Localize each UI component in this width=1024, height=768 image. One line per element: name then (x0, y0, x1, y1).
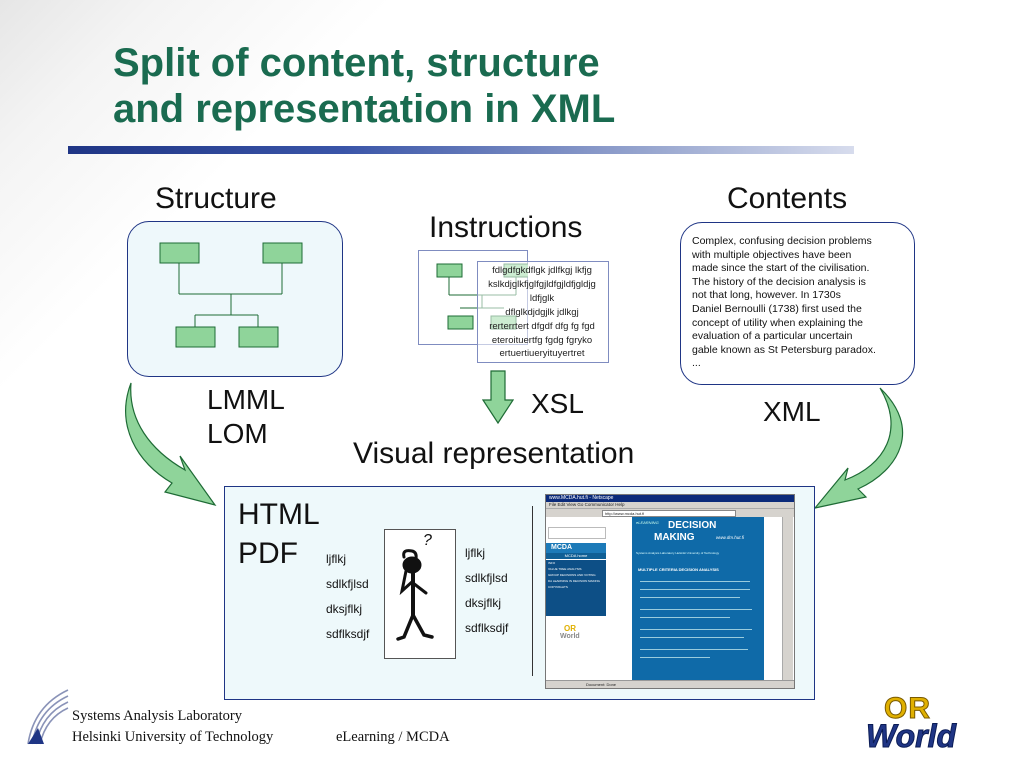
right-curved-arrow-icon (813, 387, 904, 509)
list-item: ljflkj (465, 546, 485, 560)
left-text-list: ljflkj sdlkfjlsd dksjflkj sdflksdjf (326, 547, 369, 647)
instructions-text-doc (477, 261, 609, 363)
list-item: sdflksdjf (326, 627, 370, 641)
lom-label: LOM (207, 418, 268, 449)
list-item: sdflksdjf (465, 621, 509, 635)
list-item: dksjflkj (326, 602, 363, 616)
xml-label: XML (763, 396, 821, 427)
title-line-2: and representation in XML (113, 87, 616, 131)
footer-lab-name: Systems Analysis Laboratory (72, 708, 242, 724)
contents-text: Complex, confusing decision problems wit… (692, 235, 876, 370)
list-item: ljflkj (326, 552, 346, 566)
browser-nav-item: INFO (548, 561, 556, 565)
browser-sidebar: MCDA MCDA home INFO VALUE TREE ANALYSIS … (546, 517, 606, 680)
structure-label: Structure (155, 182, 277, 215)
browser-nav-item: VALUE TREE ANALYSIS (548, 567, 582, 571)
right-text-list: ljflkj sdlkfjlsd dksjflkj sdflksdjf (465, 541, 508, 641)
browser-section-title: MULTIPLE CRITERIA DECISION ANALYSIS (638, 567, 719, 572)
lab-logo-icon (27, 689, 69, 745)
structure-tree-diagram (159, 242, 303, 348)
browser-nav-item: GROUP DECISIONS AND VOTING (548, 573, 596, 577)
browser-header-line1: DECISION (668, 520, 717, 531)
browser-address-field: http://www.mcda.hut.fi (602, 510, 736, 517)
instructions-text: fdlgdfgkdflgk jdlfkgj lkfjg kslkdjglkfjg… (488, 265, 596, 360)
xsl-label: XSL (531, 388, 584, 419)
browser-org-logo (548, 527, 606, 539)
browser-or-logo: OR (564, 624, 576, 633)
browser-mcda-badge: MCDA (546, 543, 606, 553)
html-label: HTML (238, 498, 320, 531)
instructions-label: Instructions (429, 211, 583, 244)
footer-university-name: Helsinki University of Technology (72, 729, 274, 745)
contents-box (680, 222, 915, 385)
browser-window: www.MCDA.hut.fi - Netscape File Edit Vie… (545, 494, 795, 689)
list-item: sdlkfjlsd (326, 577, 369, 591)
left-curved-arrow-icon (125, 382, 217, 506)
world-logo: World (865, 718, 957, 755)
contents-label: Contents (727, 182, 848, 215)
title-rule (68, 146, 854, 154)
list-item: sdlkfjlsd (465, 571, 508, 585)
structure-box (127, 221, 343, 377)
question-mark: ? (423, 532, 432, 549)
browser-nav-panel: INFO VALUE TREE ANALYSIS GROUP DECISIONS… (546, 560, 606, 616)
browser-main-content: eLEARNING DECISION MAKING www.dm.hut.fi … (632, 517, 764, 680)
title-line-1: Split of content, structure (113, 41, 600, 85)
list-item: dksjflkj (465, 596, 502, 610)
thinking-person-icon (396, 549, 434, 641)
browser-sidebar-home: MCDA home (546, 553, 606, 559)
divider-line (532, 506, 533, 676)
or-logo: OR (884, 692, 931, 725)
page-title: Split of content, structure and represen… (113, 40, 813, 132)
tree-node-top-right (262, 242, 303, 264)
browser-nav-item: COPYRIGHTS (548, 585, 568, 589)
down-arrow-icon (482, 370, 514, 425)
browser-header-line2: MAKING (654, 532, 695, 543)
browser-world-logo: World (560, 633, 580, 640)
visual-representation-label: Visual representation (353, 437, 635, 470)
browser-status-bar: Document: Done (546, 680, 794, 688)
tree-node-top-left (159, 242, 200, 264)
pdf-label: PDF (238, 537, 298, 570)
browser-toolbar: http://www.mcda.hut.fi (546, 508, 794, 517)
thinker-box (384, 529, 456, 659)
browser-title-bar: www.MCDA.hut.fi - Netscape (546, 495, 794, 502)
browser-site: www.dm.hut.fi (716, 535, 745, 540)
lmml-label: LMML (207, 384, 285, 415)
browser-nav-item: DA LEARNING IN DECISION MAKING (548, 579, 601, 583)
tree-node-bottom-right (238, 326, 279, 348)
footer-course: eLearning / MCDA (336, 729, 450, 745)
tree-node-bottom-left (175, 326, 216, 348)
browser-menu-bar: File Edit View Go Communicator Help (546, 502, 794, 508)
browser-scrollbar (782, 517, 793, 680)
browser-elearning-text: eLEARNING (636, 520, 659, 525)
browser-org-line: Systems Analysis Laboratory Helsinki Uni… (636, 551, 720, 555)
